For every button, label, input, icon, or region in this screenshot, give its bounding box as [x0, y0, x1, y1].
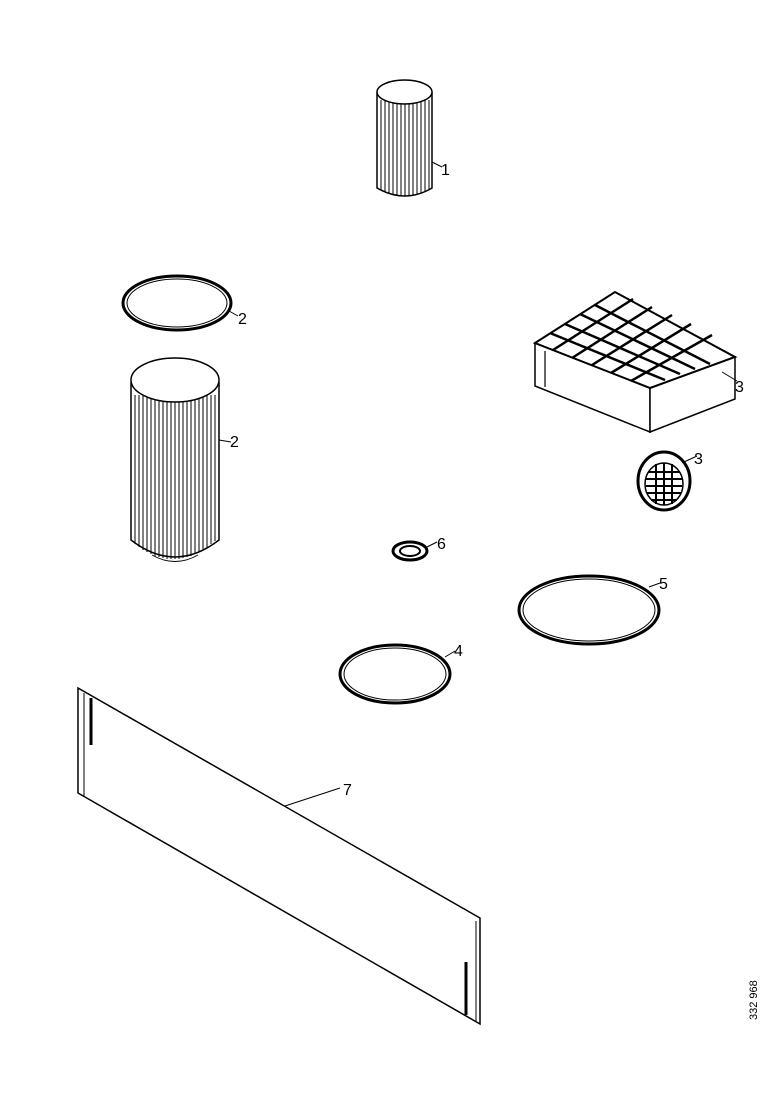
callout-3-insert: 3 — [694, 451, 703, 468]
callout-1: 1 — [441, 162, 450, 179]
callout-3-panel: 3 — [735, 379, 744, 396]
filter-mat — [77, 686, 481, 1026]
callout-5: 5 — [659, 576, 668, 593]
small-seal — [391, 540, 438, 562]
drawing-reference: 332 968 — [748, 980, 760, 1020]
filter-cartridge-small — [376, 79, 443, 197]
seal-ring-medium — [338, 643, 456, 705]
callout-2-cartridge: 2 — [230, 434, 239, 451]
callout-6: 6 — [437, 536, 446, 553]
seal-ring-outer — [517, 574, 661, 646]
round-filter-insert — [636, 450, 698, 512]
filter-cartridge-large — [130, 357, 232, 562]
seal-ring-large — [121, 274, 239, 332]
callout-2-ring: 2 — [238, 311, 247, 328]
callout-4: 4 — [454, 643, 463, 660]
filter-panel — [532, 290, 738, 434]
callout-7: 7 — [343, 782, 352, 799]
